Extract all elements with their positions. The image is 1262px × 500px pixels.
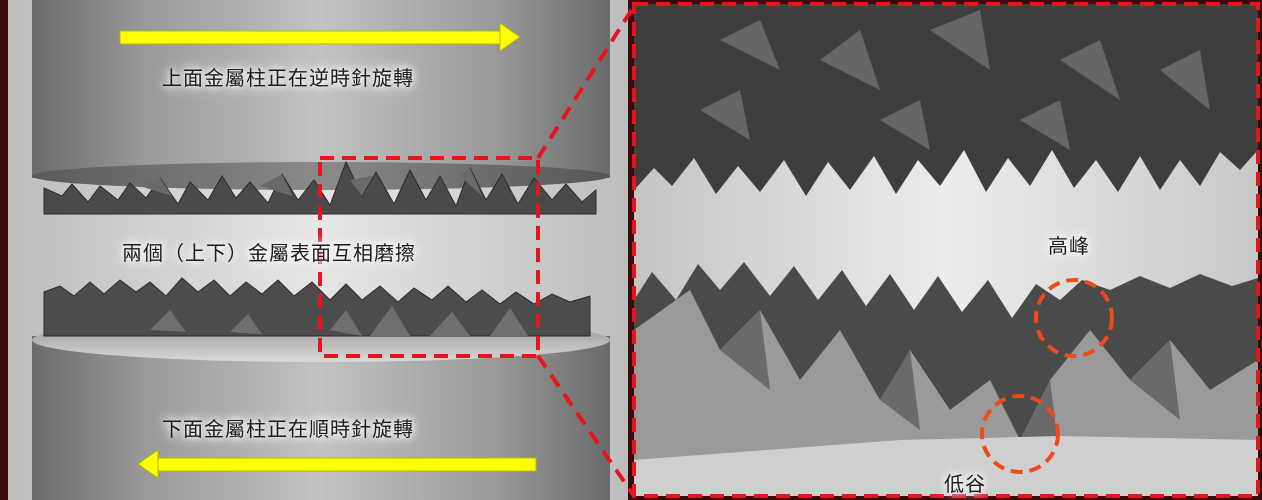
left-overview bbox=[8, 0, 628, 500]
peak-label: 高峰 bbox=[1048, 234, 1090, 258]
bottom-rotation-label: 下面金屬柱正在順時針旋轉 bbox=[162, 417, 414, 441]
counterclockwise-arrow bbox=[119, 22, 521, 52]
lower-cylinder bbox=[32, 336, 610, 500]
zoom-region-box bbox=[318, 156, 540, 358]
valley-circle bbox=[980, 394, 1060, 474]
upper-cylinder bbox=[32, 0, 610, 178]
right-zoomed-view bbox=[632, 2, 1260, 498]
zoomed-border bbox=[632, 2, 1260, 498]
clockwise-arrow bbox=[137, 449, 537, 479]
zoom-connector-bottom bbox=[536, 354, 636, 498]
peak-circle bbox=[1034, 278, 1114, 358]
lower-teeth-highlights bbox=[150, 306, 528, 336]
zoomed-base-plate bbox=[634, 436, 1258, 496]
top-rotation-label: 上面金屬柱正在逆時針旋轉 bbox=[162, 66, 414, 90]
friction-label: 兩個（上下）金屬表面互相磨擦 bbox=[122, 241, 416, 265]
upper-surface-teeth bbox=[43, 160, 597, 215]
valley-label: 低谷 bbox=[944, 472, 986, 496]
zoomed-upper-facets bbox=[700, 10, 1210, 150]
zoom-connector-top bbox=[536, 4, 636, 160]
